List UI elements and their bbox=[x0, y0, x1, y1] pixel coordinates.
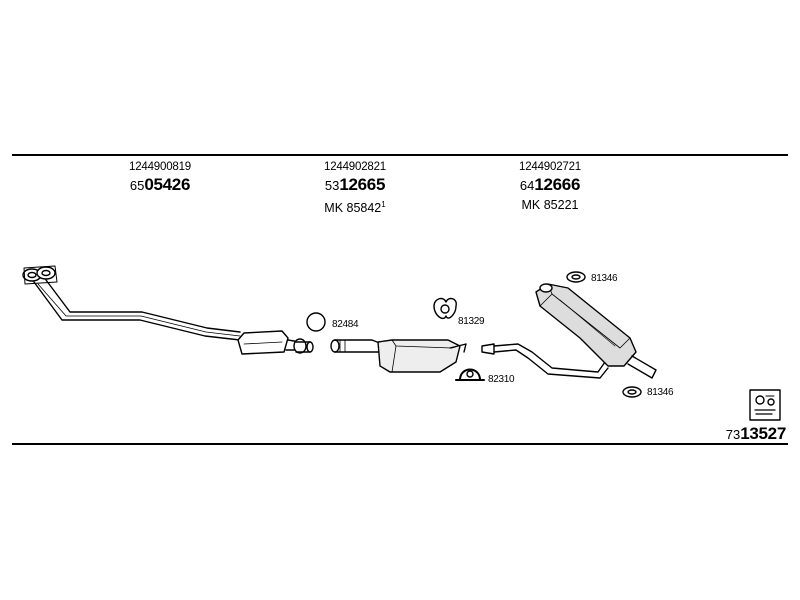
part-number-main: 12666 bbox=[534, 175, 581, 194]
mk-number: MK 85221 bbox=[521, 198, 579, 212]
exhaust-front-pipe-icon bbox=[22, 265, 314, 355]
kit-part-number: 7313527 bbox=[725, 424, 787, 444]
fitting-kit-icon bbox=[749, 389, 781, 421]
part-number-prefix: 65 bbox=[129, 178, 145, 193]
kit-number-prefix: 73 bbox=[725, 427, 741, 442]
oem-number: 1244902721 bbox=[519, 161, 581, 173]
part-column-front-pipe: 1244900819 6505426 bbox=[100, 160, 220, 196]
mk-footnote: 1 bbox=[381, 200, 386, 209]
part-number: 6412666 bbox=[490, 175, 610, 196]
centre-muffler-icon bbox=[330, 339, 467, 373]
bracket-icon bbox=[455, 368, 485, 381]
part-number-main: 12665 bbox=[339, 175, 386, 194]
label-mount-top: 81346 bbox=[591, 273, 618, 284]
mk-reference: MK 858421 bbox=[295, 197, 415, 216]
top-divider bbox=[12, 154, 788, 156]
label-seal-ring: 82484 bbox=[332, 319, 359, 330]
part-column-rear-muffler: 1244902721 6412666 MK 85221 bbox=[490, 160, 610, 213]
rear-muffler-icon bbox=[481, 283, 657, 379]
bottom-divider bbox=[12, 443, 788, 445]
part-number-main: 05426 bbox=[144, 175, 191, 194]
kit-number-main: 13527 bbox=[740, 424, 786, 443]
label-mount-bottom: 81346 bbox=[647, 387, 674, 398]
oem-number: 1244902821 bbox=[324, 161, 386, 173]
seal-ring-icon bbox=[306, 312, 326, 332]
oem-number: 1244900819 bbox=[129, 161, 191, 173]
label-bracket: 82310 bbox=[488, 374, 515, 385]
mk-reference: MK 85221 bbox=[490, 197, 610, 213]
label-clamp: 81329 bbox=[458, 316, 485, 327]
clamp-icon bbox=[433, 297, 457, 320]
part-number: 5312665 bbox=[295, 175, 415, 196]
rubber-mount-icon bbox=[566, 271, 642, 398]
mk-number: MK 85842 bbox=[324, 201, 382, 216]
part-number: 6505426 bbox=[100, 175, 220, 196]
part-column-centre-muffler: 1244902821 5312665 MK 858421 bbox=[295, 160, 415, 216]
part-number-prefix: 53 bbox=[324, 178, 340, 193]
part-number-prefix: 64 bbox=[519, 178, 535, 193]
